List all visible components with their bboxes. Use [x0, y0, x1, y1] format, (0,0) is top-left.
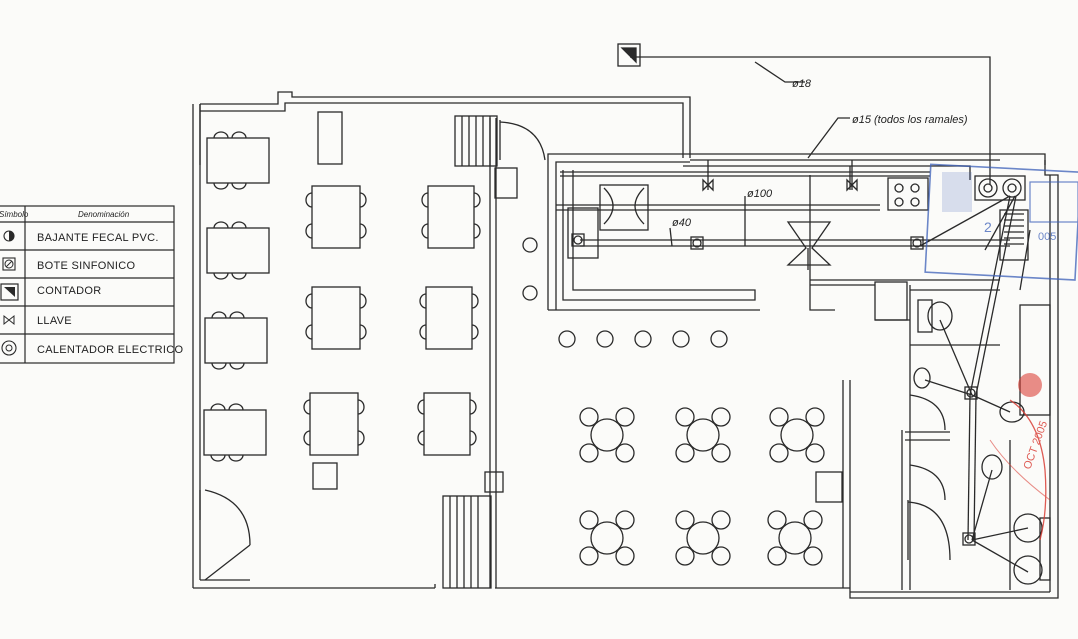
calentador-electrico-icon — [974, 175, 1026, 201]
pipe-branches-label: ø15 (todos los ramales) — [852, 114, 968, 126]
blue-stamp-year: 005 — [1038, 231, 1056, 243]
llave-icon — [3, 314, 15, 326]
legend-item-label: LLAVE — [37, 315, 72, 327]
round-tables — [579, 407, 825, 566]
blue-stamp-fragment: 2 — [984, 219, 992, 235]
calentador-electrico-icon — [1, 340, 17, 356]
dining-tables — [203, 131, 481, 462]
interior-walls — [199, 111, 546, 589]
legend: Símbolo Denominación BAJANTE FECAL PVC. … — [0, 205, 184, 364]
bar-stools — [522, 237, 728, 348]
legend-item-label: BOTE SINFONICO — [37, 260, 135, 272]
toilets-area — [815, 285, 1051, 590]
contador-icon — [617, 43, 641, 67]
red-stamp-date: OCT 2005 — [1022, 419, 1051, 471]
bajante-fecal-icon — [3, 230, 15, 242]
legend-header-symbol: Símbolo — [0, 210, 29, 219]
outer-walls — [192, 91, 1059, 599]
pipe-drain-label: ø100 — [747, 188, 773, 200]
bote-sinfonico-icon — [571, 233, 978, 546]
legend-item-label: CALENTADOR ELECTRICO — [37, 344, 184, 356]
llave-icon — [702, 178, 858, 192]
legend-item-label: CONTADOR — [37, 285, 102, 297]
legend-item-label: BAJANTE FECAL PVC. — [37, 232, 159, 244]
bote-sinfonico-icon — [2, 257, 16, 271]
contador-icon — [0, 283, 19, 301]
plumbing-lines — [560, 56, 1031, 573]
blue-stamp: 2 005 — [924, 163, 1078, 281]
pipe-main-label: ø18 — [792, 78, 812, 90]
pipe-small-label: ø40 — [672, 217, 692, 229]
legend-header-name: Denominación — [78, 210, 130, 219]
kitchen-bar — [547, 153, 1046, 321]
